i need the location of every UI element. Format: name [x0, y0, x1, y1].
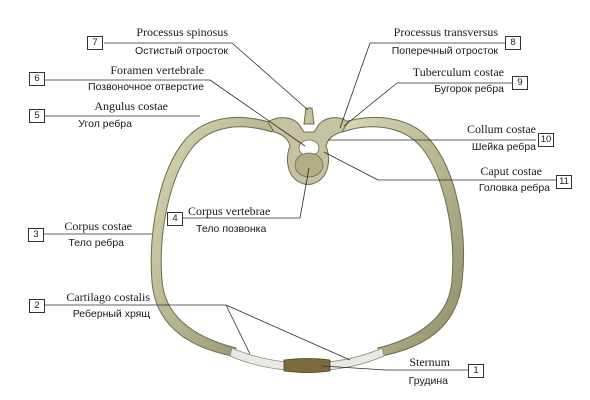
latin-label-9: Tuberculum costae — [412, 65, 504, 79]
russian-label-5: Угол ребра — [78, 118, 132, 130]
rib-right — [337, 116, 465, 357]
label-number-1: 1 — [468, 364, 484, 378]
rib-left — [150, 116, 276, 357]
cartilage-left — [229, 347, 287, 371]
sternum — [283, 358, 331, 373]
russian-label-8: Поперечный отросток — [391, 45, 498, 57]
label-number-8: 8 — [505, 36, 521, 50]
latin-label-2: Cartilago costalis — [66, 290, 150, 304]
latin-label-6: Foramen vertebrale — [110, 63, 204, 77]
russian-label-4: Тело позвонка — [196, 223, 267, 235]
label-number-4: 4 — [167, 212, 183, 226]
leader-lines — [42, 42, 558, 371]
label-number-9: 9 — [512, 76, 528, 90]
latin-label-1: Sternum — [409, 355, 450, 369]
label-number-7: 7 — [87, 36, 103, 50]
latin-label-5: Angulus costae — [94, 99, 168, 113]
russian-label-11: Головка ребра — [478, 182, 550, 194]
label-number-5: 5 — [29, 109, 45, 123]
label-number-3: 3 — [28, 228, 44, 242]
latin-label-7: Processus spinosus — [136, 25, 228, 39]
russian-label-1: Грудина — [408, 375, 448, 387]
label-number-6: 6 — [29, 72, 45, 86]
russian-label-10: Шейка ребра — [471, 141, 536, 153]
latin-label-8: Processus transversus — [393, 25, 498, 39]
latin-label-10: Collum costae — [467, 122, 536, 136]
russian-label-2: Реберный хрящ — [72, 308, 150, 320]
latin-label-11: Caput costae — [480, 164, 542, 178]
latin-label-3: Corpus costae — [64, 219, 132, 233]
russian-label-7: Остистый отросток — [135, 45, 228, 57]
latin-label-4: Corpus vertebrae — [188, 204, 271, 218]
russian-label-3: Тело ребра — [68, 237, 124, 249]
label-number-10: 10 — [538, 133, 554, 147]
label-number-11: 11 — [556, 175, 572, 189]
russian-label-6: Позвоночное отверстие — [88, 81, 204, 93]
label-number-2: 2 — [29, 299, 45, 313]
russian-label-9: Бугорок ребра — [434, 83, 504, 95]
